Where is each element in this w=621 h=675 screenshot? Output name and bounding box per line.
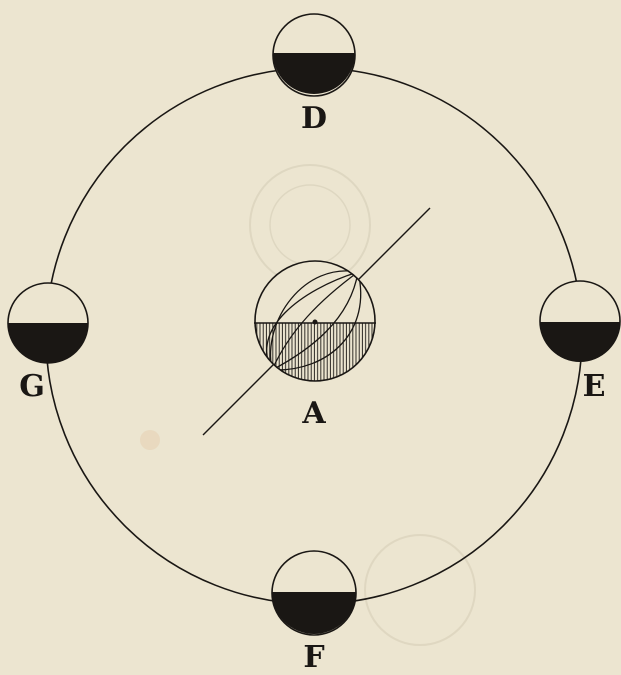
label-left: G [19, 369, 45, 404]
moon-left [8, 283, 88, 363]
moon-right [540, 281, 620, 362]
moon-top [273, 14, 355, 96]
moon-bottom [272, 551, 356, 635]
label-center: A [301, 396, 326, 431]
label-top: D [301, 101, 327, 136]
label-bottom: F [303, 640, 324, 675]
label-right: E [583, 369, 606, 404]
